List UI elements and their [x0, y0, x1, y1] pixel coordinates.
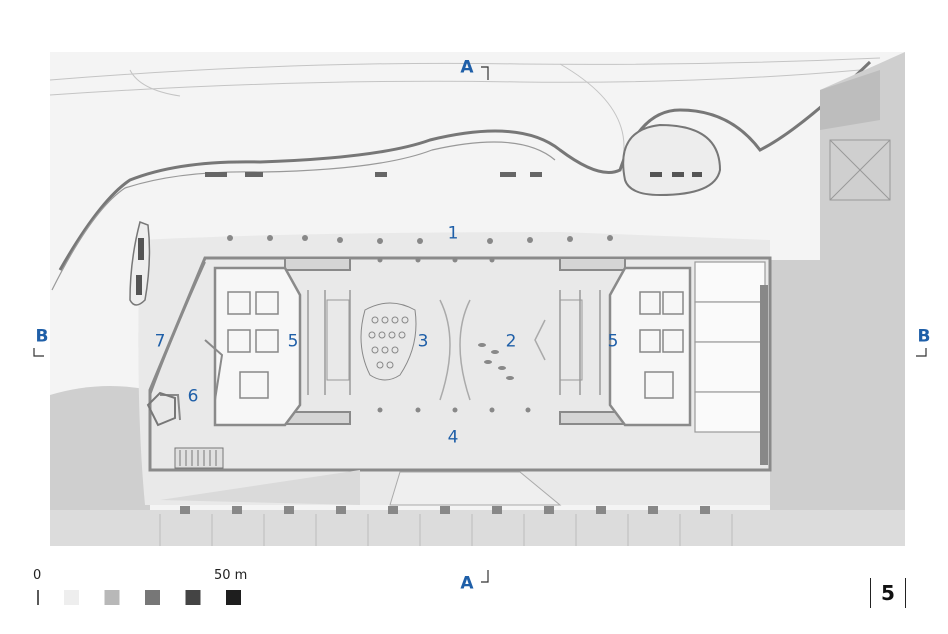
area-label-5-left: 5	[287, 331, 299, 352]
scattered-objects	[478, 343, 514, 380]
scale-swatches	[64, 590, 241, 605]
scale-swatch	[185, 590, 201, 605]
scale-swatch	[145, 590, 160, 605]
section-label-b-left: B	[35, 326, 49, 347]
seating-cluster	[360, 302, 417, 381]
right-core	[608, 266, 692, 427]
left-ground	[50, 386, 150, 546]
scale-end-label: 50 m	[214, 568, 248, 583]
bottom-plaza	[160, 470, 360, 505]
left-island	[129, 221, 151, 306]
area-label-4: 4	[447, 427, 459, 448]
area-label-1: 1	[447, 223, 459, 244]
area-label-3: 3	[417, 331, 429, 352]
area-label-2: 2	[505, 331, 517, 352]
scale-swatch	[226, 590, 241, 605]
office-rooms	[694, 261, 766, 433]
area-label-7: 7	[154, 331, 166, 352]
section-label-a-top: A	[460, 57, 474, 78]
canopy-strips	[205, 172, 542, 177]
road-lines	[49, 57, 881, 171]
right-building	[770, 52, 905, 546]
top-bollards	[227, 235, 613, 244]
page-number-text: 5	[881, 581, 895, 605]
bottom-columns	[180, 506, 710, 514]
escalators	[174, 447, 224, 469]
scale-swatch	[104, 590, 120, 605]
area-label-6: 6	[187, 386, 199, 407]
entry-pentagon	[146, 391, 176, 427]
page-number: 5	[870, 578, 906, 608]
scale-swatch	[64, 590, 79, 605]
section-marks	[33, 66, 927, 583]
bottom-strip	[50, 510, 905, 546]
section-label-b-right: B	[917, 326, 931, 347]
loop-island	[622, 123, 722, 197]
section-label-a-bottom: A	[460, 573, 474, 594]
canopy-edge	[58, 60, 872, 271]
scale-start-label: 0	[33, 568, 42, 583]
area-label-5-right: 5	[607, 331, 619, 352]
hall-bollards	[377, 257, 531, 413]
